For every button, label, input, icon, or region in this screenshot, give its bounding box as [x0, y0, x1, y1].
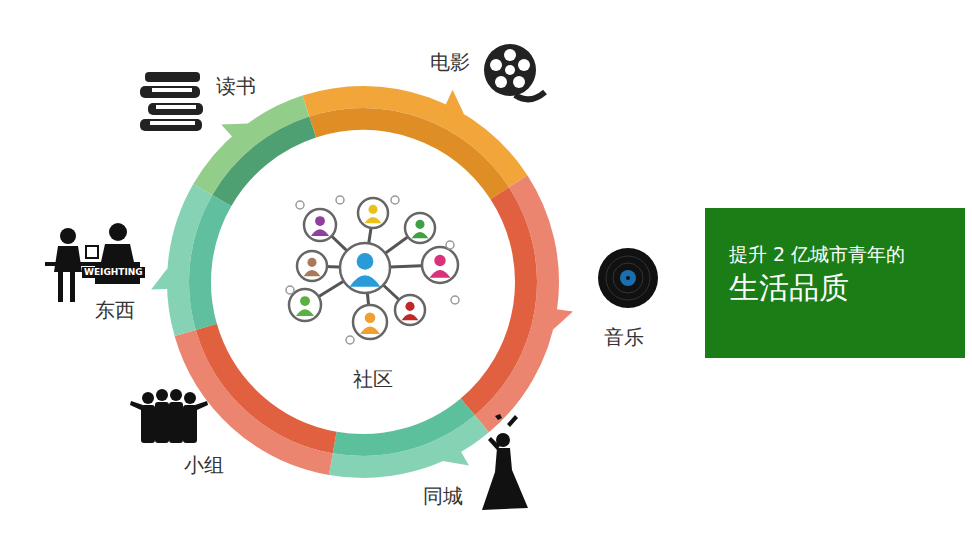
person-bubble	[297, 251, 327, 281]
community-ring: 社区	[213, 132, 513, 432]
deco-dot	[446, 241, 454, 249]
person-head	[315, 216, 325, 226]
feature-label: 小组	[184, 453, 224, 477]
ring-segment	[133, 52, 592, 511]
deco-dot	[451, 296, 459, 304]
deco-dot	[296, 201, 304, 209]
person-body	[296, 309, 314, 316]
person-body	[350, 275, 381, 287]
person-head	[365, 312, 376, 323]
ring-segment	[130, 49, 596, 515]
person-bubble	[289, 289, 321, 321]
ring-segment	[102, 21, 623, 542]
record-icon	[598, 248, 658, 308]
ring-arrow	[444, 90, 464, 114]
icon-text: WEIGHTING	[82, 267, 145, 278]
person-body	[360, 327, 380, 334]
person-body	[365, 217, 382, 223]
person-head	[415, 220, 424, 229]
slogan-line: 提升 2 亿城市青年的	[729, 242, 945, 268]
person-body	[430, 270, 451, 278]
person-bubble	[353, 305, 387, 339]
person-bubble	[304, 209, 336, 241]
person-body	[304, 270, 321, 276]
person-bubble	[405, 213, 435, 243]
feature-label: 同城	[423, 484, 463, 508]
group-icon	[130, 389, 208, 443]
feature-label: 读书	[216, 74, 256, 98]
ring-segment	[158, 77, 569, 488]
person-head	[357, 253, 374, 270]
person-body	[412, 232, 429, 238]
deco-dot	[346, 336, 354, 344]
center-label: 社区	[223, 366, 523, 393]
dancer-icon	[482, 414, 528, 510]
ring-segment	[134, 53, 592, 511]
ring	[102, 21, 623, 542]
person-head	[368, 205, 377, 214]
feature-label: 东西	[95, 298, 135, 322]
shopping-icon	[45, 223, 140, 302]
ring-arrows	[151, 90, 573, 466]
person-bubble	[395, 295, 425, 325]
ring-arrow	[443, 448, 469, 465]
ring-segment	[161, 80, 564, 483]
slogan-heading: 生活品质	[729, 268, 945, 309]
ring-arrow	[151, 268, 171, 289]
person-bubble	[340, 243, 390, 293]
feature-label: 音乐	[604, 325, 644, 349]
ring-arrow	[553, 309, 573, 330]
person-bubble	[422, 247, 458, 283]
person-body	[311, 229, 329, 236]
slogan-box: 提升 2 亿城市青年的生活品质	[705, 208, 965, 358]
person-head	[405, 302, 414, 311]
books-icon	[140, 72, 203, 131]
person-head	[300, 296, 310, 306]
ring-arrow	[221, 123, 248, 139]
person-body	[402, 314, 419, 320]
deco-dot	[286, 286, 294, 294]
ring-segment	[149, 68, 578, 497]
deco-dot	[336, 196, 344, 204]
ring-segment	[140, 59, 585, 504]
film-reel-icon	[484, 44, 545, 99]
people-icons	[286, 196, 459, 344]
ring-segment	[110, 29, 615, 534]
person-head	[307, 258, 316, 267]
person-head	[434, 255, 445, 266]
deco-dot	[391, 196, 399, 204]
feature-label: 电影	[430, 50, 470, 74]
person-bubble	[358, 198, 388, 228]
